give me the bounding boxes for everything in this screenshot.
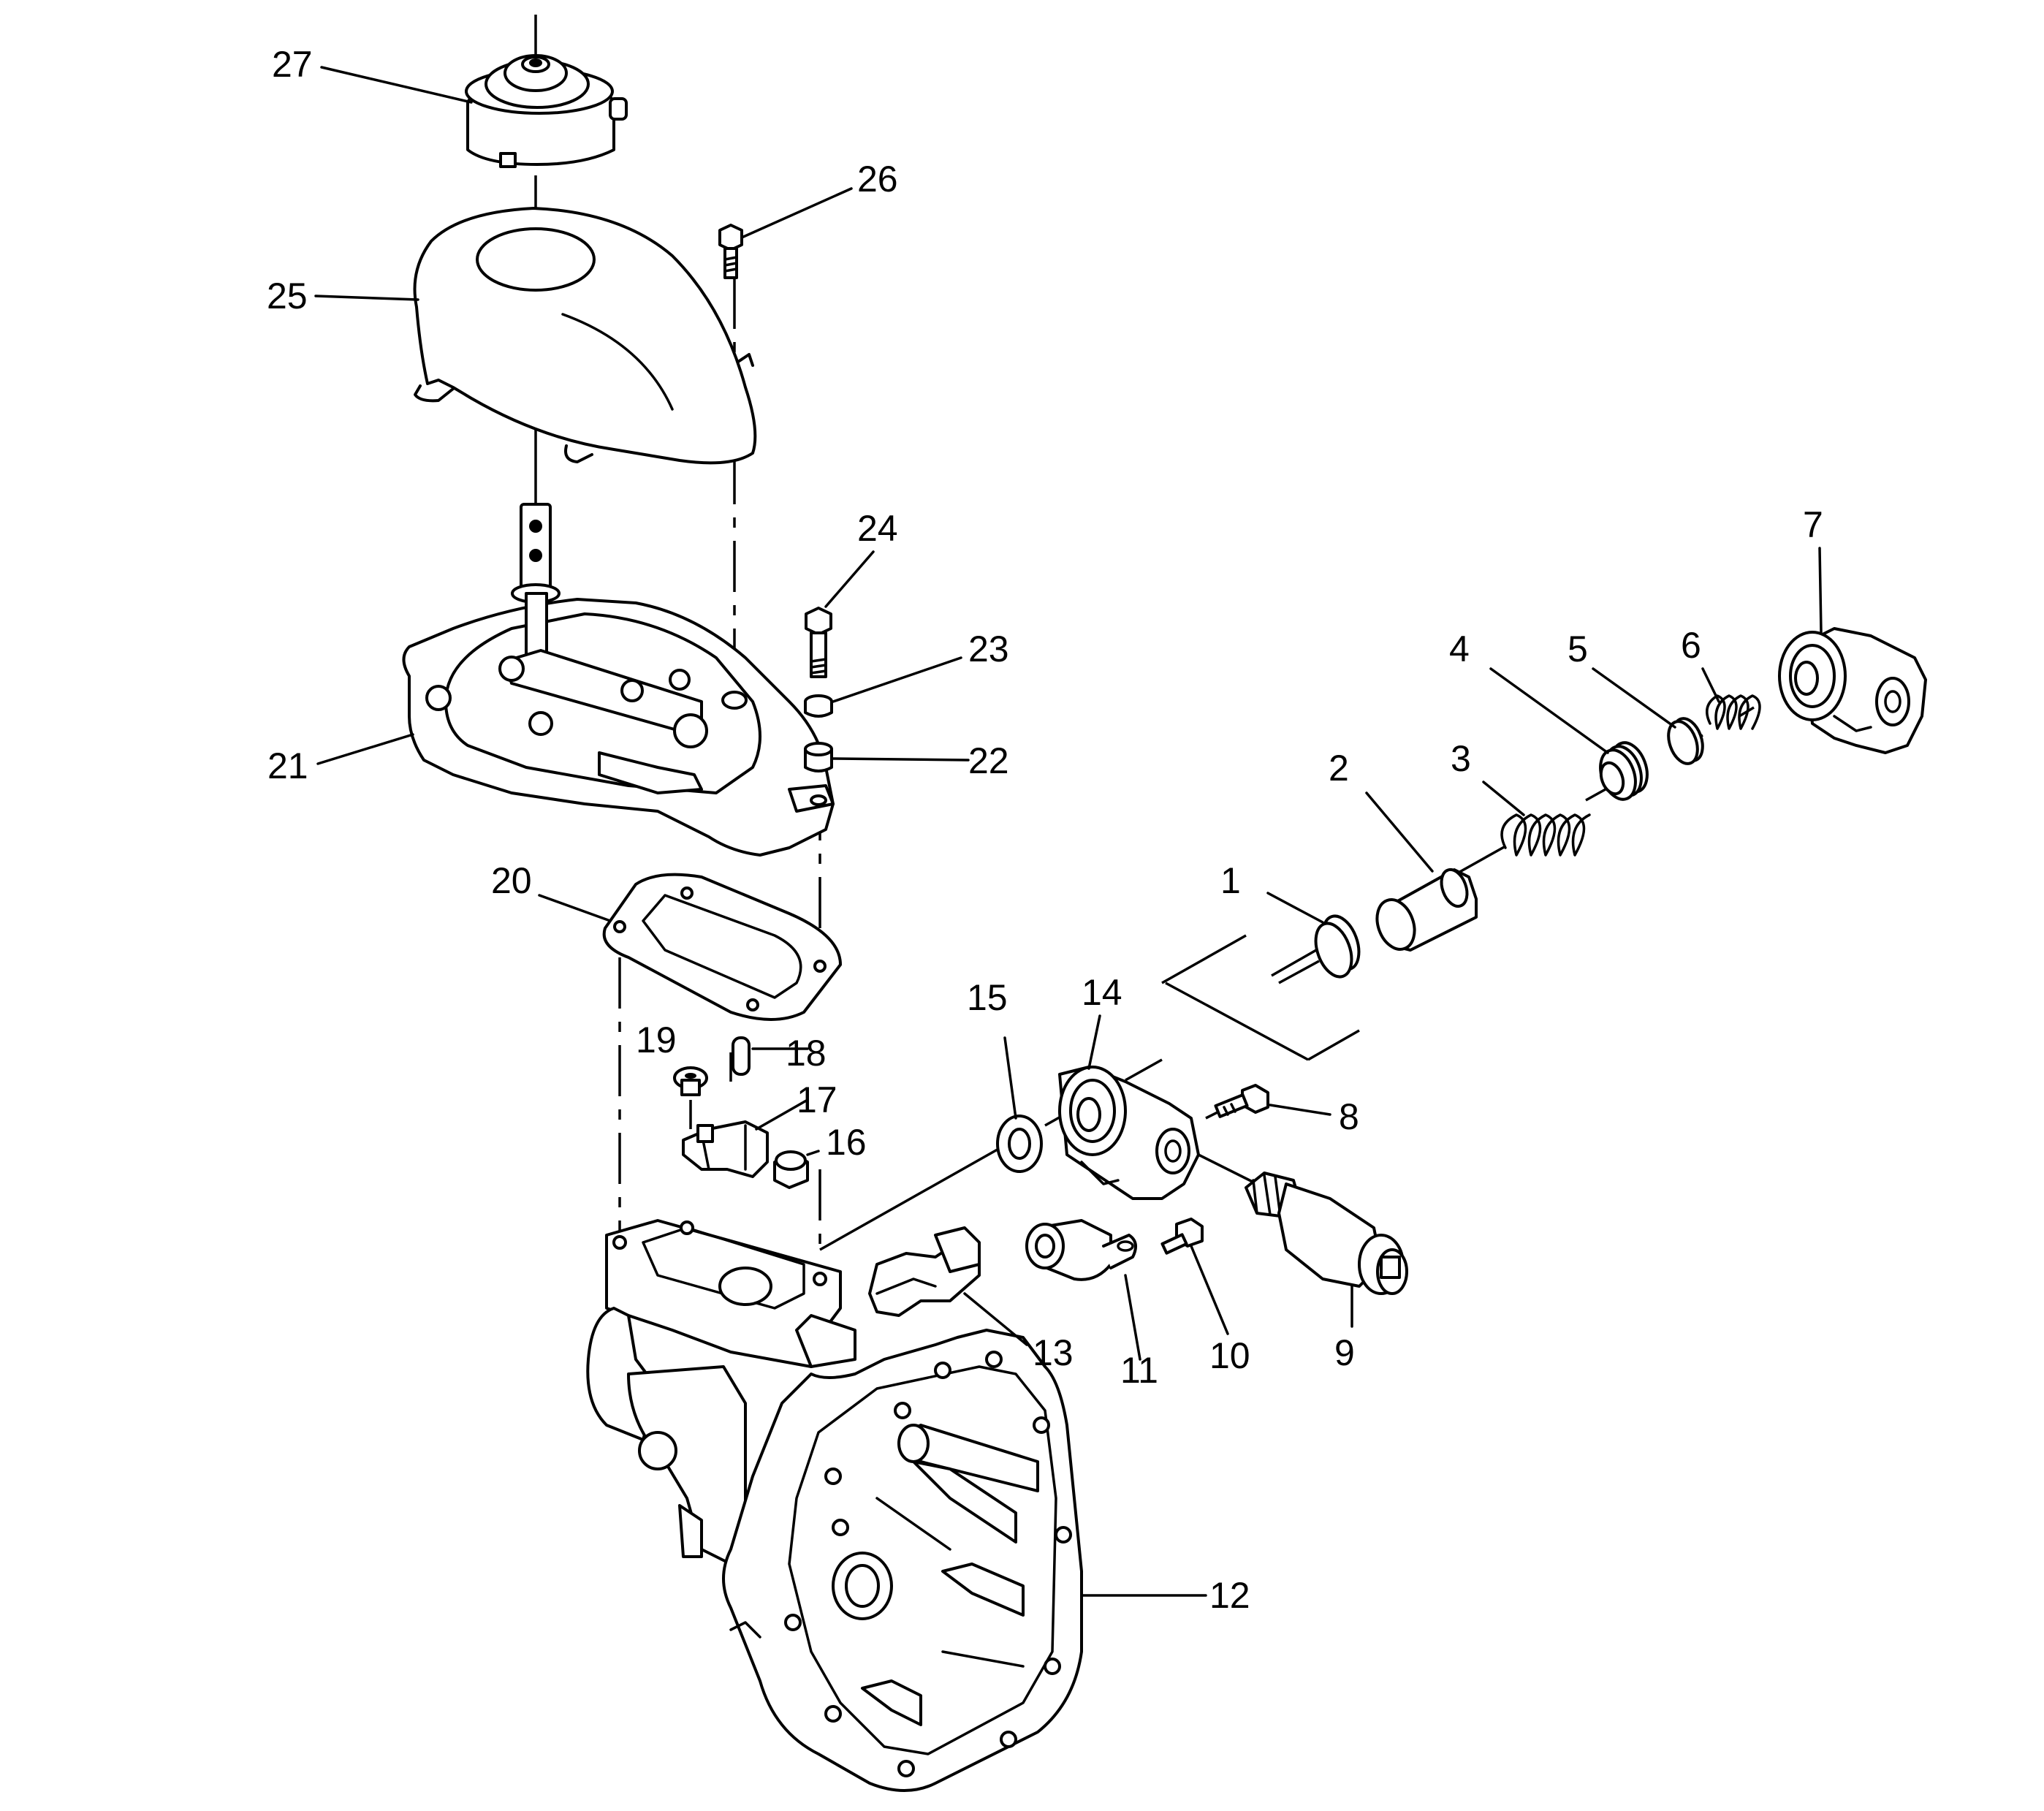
part-21-shifter-base — [402, 503, 835, 857]
callout-14: 14 — [1082, 972, 1122, 1013]
callout-4: 4 — [1449, 629, 1470, 669]
callout-21: 21 — [267, 745, 308, 786]
part-13-sensor — [868, 1226, 981, 1317]
callout-18: 18 — [786, 1033, 827, 1074]
part-8-bolt — [1214, 1084, 1269, 1118]
leader-lines — [314, 66, 1823, 1597]
part-12-transmission-housing — [586, 1219, 1083, 1792]
part-20-gasket — [602, 873, 842, 1021]
part-14-housing — [1058, 1066, 1200, 1200]
callout-24: 24 — [857, 508, 898, 549]
callout-17: 17 — [797, 1079, 837, 1120]
callout-22: 22 — [968, 740, 1009, 781]
part-27-shift-boot — [465, 54, 628, 168]
callout-19: 19 — [636, 1020, 677, 1060]
part-7-cap-housing — [1778, 627, 1927, 754]
callout-25: 25 — [267, 276, 308, 316]
part-22-bushing — [804, 742, 833, 806]
callout-5: 5 — [1568, 629, 1588, 669]
callout-23: 23 — [968, 629, 1009, 669]
part-11-sensor — [1025, 1219, 1137, 1281]
part-26-bolt — [718, 224, 743, 279]
callout-16: 16 — [826, 1122, 867, 1163]
callout-8: 8 — [1339, 1096, 1359, 1137]
part-10-bolt — [1160, 1218, 1204, 1255]
part-24-bolt — [805, 607, 832, 678]
part-6-spring — [1706, 694, 1761, 730]
callout-9: 9 — [1334, 1332, 1355, 1373]
part-2-plunger — [1375, 867, 1478, 952]
callout-7: 7 — [1803, 504, 1823, 545]
callout-labels: 27 25 26 24 23 22 21 20 19 18 17 16 15 1… — [267, 44, 1823, 1616]
part-3-spring — [1500, 813, 1591, 857]
part-15-seal — [996, 1115, 1043, 1173]
part-16-bushing — [773, 1150, 809, 1189]
part-17-bracket — [682, 1120, 769, 1178]
part-5-clip — [1667, 717, 1704, 765]
callout-2: 2 — [1329, 748, 1349, 789]
part-25-shifter-cover — [413, 207, 757, 465]
callout-6: 6 — [1681, 625, 1701, 666]
part-23-washer — [804, 694, 833, 718]
callout-15: 15 — [967, 977, 1008, 1018]
callout-26: 26 — [857, 159, 898, 200]
callout-11: 11 — [1120, 1350, 1158, 1391]
callout-20: 20 — [491, 860, 532, 901]
part-1-snap-ring — [1314, 914, 1361, 979]
part-18-pin — [732, 1036, 751, 1076]
callout-27: 27 — [272, 44, 313, 85]
callout-3: 3 — [1451, 738, 1471, 779]
part-19-screw — [673, 1066, 708, 1096]
callout-1: 1 — [1220, 860, 1241, 901]
callout-12: 12 — [1209, 1575, 1250, 1616]
part-4-retainer — [1599, 741, 1649, 801]
part-9-switch — [1245, 1172, 1408, 1295]
callout-13: 13 — [1033, 1332, 1074, 1373]
callout-10: 10 — [1209, 1335, 1250, 1376]
